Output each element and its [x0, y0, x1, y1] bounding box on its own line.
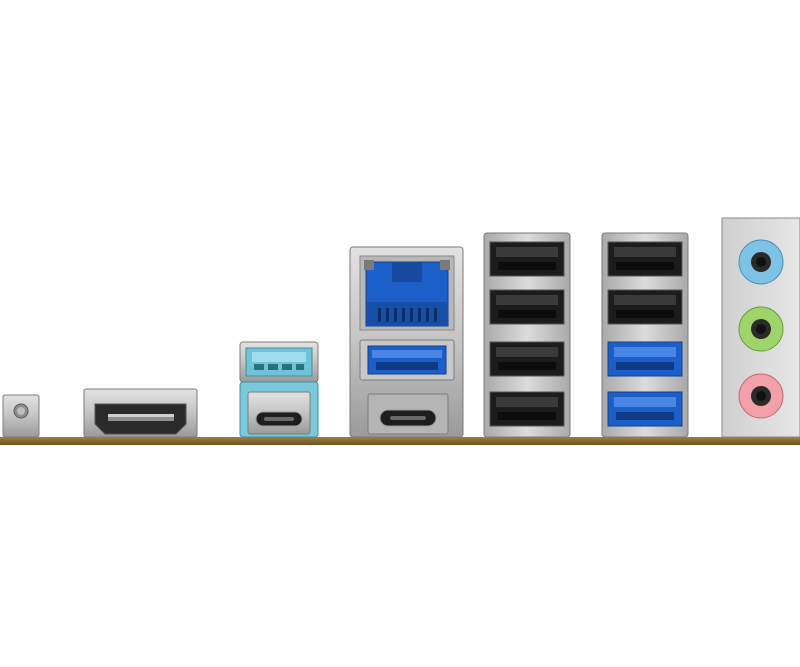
rj45-lan-port [349, 246, 464, 438]
audio-jack-green [738, 306, 784, 352]
usb-a-black-port [489, 341, 565, 377]
pcb-edge [0, 437, 800, 445]
bios-flashback-button [2, 394, 40, 438]
usb-stack-left [483, 232, 571, 438]
usb-a-cyan-port [239, 341, 319, 383]
hdmi-port [83, 388, 198, 438]
usb-a-black-port [489, 289, 565, 325]
audio-jack-panel [721, 217, 800, 438]
usb-a-black-port [489, 391, 565, 427]
usb-a-black-port [607, 241, 683, 277]
usb-c-port-2 [367, 393, 449, 435]
usb-a-blue-port [607, 341, 683, 377]
usb-a-black-port [607, 289, 683, 325]
usb-a-blue-port [607, 391, 683, 427]
usb-a-black-port [489, 241, 565, 277]
usb-c-port-1 [239, 381, 319, 438]
usb-stack-right [601, 232, 689, 438]
usb-a-blue-under-lan [359, 339, 455, 381]
audio-jack-blue [738, 239, 784, 285]
audio-jack-pink [738, 373, 784, 419]
